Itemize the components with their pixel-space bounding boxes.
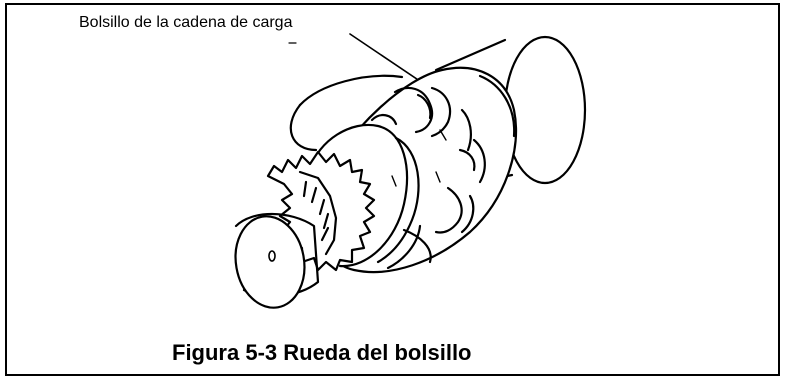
detail-marks bbox=[391, 129, 447, 187]
load-chain-pocket-label: Bolsillo de la cadena de carga bbox=[79, 14, 293, 31]
chain-pockets bbox=[342, 86, 486, 264]
front-shaft bbox=[234, 212, 320, 309]
figure-caption: Figura 5-3 Rueda del bolsillo bbox=[172, 340, 472, 365]
